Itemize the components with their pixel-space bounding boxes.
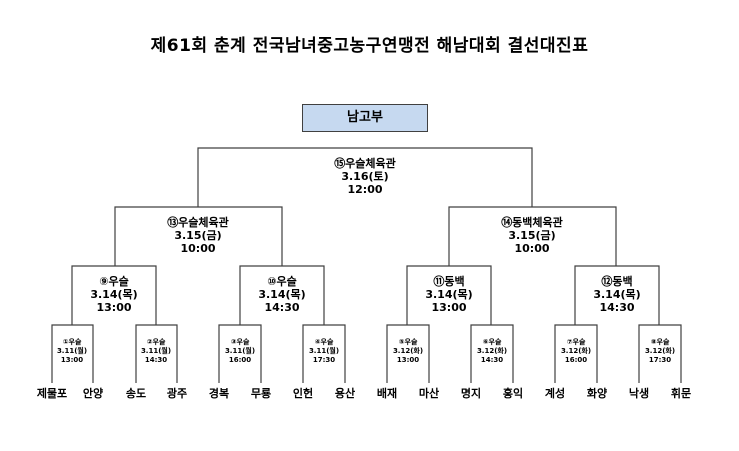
bracket-qf-3 xyxy=(406,265,492,325)
team-name: 낙생 xyxy=(628,387,650,400)
bracket-r1-6 xyxy=(470,324,514,383)
bracket-semi-2 xyxy=(448,206,617,266)
division-label: 남고부 xyxy=(302,104,428,132)
team-name: 화양 xyxy=(586,387,608,400)
match-round1: ⑥우슬 3.12(화) 14:30 xyxy=(467,338,517,365)
match-time: 17:30 xyxy=(648,356,672,365)
match-time: 12:00 xyxy=(347,183,383,197)
match-date: 3.12(화) xyxy=(476,347,508,356)
team-name: 인헌 xyxy=(292,387,314,400)
match-round1: ⑤우슬 3.12(화) 13:00 xyxy=(383,338,433,365)
team-name: 배재 xyxy=(376,387,398,400)
match-final: ⑮우슬체육관 3.16(토) 12:00 xyxy=(285,157,445,197)
match-venue: ②우슬 xyxy=(146,338,166,346)
match-date: 3.12(화) xyxy=(644,347,676,356)
bracket-final xyxy=(197,147,533,207)
match-semi: ⑭동백체육관 3.15(금) 10:00 xyxy=(452,216,612,256)
match-quarterfinal: ⑨우슬 3.14(목) 13:00 xyxy=(64,275,164,315)
match-time: 13:00 xyxy=(60,356,84,365)
match-date: 3.14(목) xyxy=(593,288,641,302)
match-date: 3.14(목) xyxy=(425,288,473,302)
team-name: 광주 xyxy=(166,387,188,400)
bracket-qf-1 xyxy=(71,265,157,325)
match-time: 14:30 xyxy=(264,301,300,315)
match-round1: ⑧우슬 3.12(화) 17:30 xyxy=(635,338,685,365)
match-date: 3.16(토) xyxy=(341,170,389,184)
team-name: 안양 xyxy=(82,387,104,400)
team-name: 명지 xyxy=(460,387,482,400)
match-venue: ⑪동백 xyxy=(433,275,465,288)
match-venue: ⑭동백체육관 xyxy=(501,216,563,229)
match-date: 3.14(목) xyxy=(258,288,306,302)
match-semi: ⑬우슬체육관 3.15(금) 10:00 xyxy=(118,216,278,256)
match-venue: ⑨우슬 xyxy=(99,275,129,288)
match-venue: ⑦우슬 xyxy=(566,338,586,346)
team-name: 경복 xyxy=(208,387,230,400)
match-time: 14:30 xyxy=(480,356,504,365)
match-quarterfinal: ⑩우슬 3.14(목) 14:30 xyxy=(232,275,332,315)
match-date: 3.11(월) xyxy=(308,347,340,356)
team-name: 마산 xyxy=(418,387,440,400)
match-round1: ③우슬 3.11(월) 16:00 xyxy=(215,338,265,365)
match-time: 13:00 xyxy=(431,301,467,315)
match-venue: ⑫동백 xyxy=(601,275,633,288)
team-name: 계성 xyxy=(544,387,566,400)
page-title: 제61회 춘계 전국남녀중고농구연맹전 해남대회 결선대진표 xyxy=(150,36,589,56)
match-venue: ④우슬 xyxy=(314,338,334,346)
match-venue: ①우슬 xyxy=(62,338,82,346)
match-date: 3.12(화) xyxy=(560,347,592,356)
match-quarterfinal: ⑫동백 3.14(목) 14:30 xyxy=(567,275,667,315)
match-round1: ②우슬 3.11(월) 14:30 xyxy=(131,338,181,365)
team-name: 휘문 xyxy=(670,387,692,400)
bracket-r1-3 xyxy=(218,324,262,383)
match-venue: ⑬우슬체육관 xyxy=(167,216,229,229)
bracket-r1-1 xyxy=(51,324,94,383)
match-date: 3.14(목) xyxy=(90,288,138,302)
match-time: 10:00 xyxy=(514,242,550,256)
match-venue: ⑥우슬 xyxy=(482,338,502,346)
team-name: 홍익 xyxy=(502,387,524,400)
match-venue: ⑮우슬체육관 xyxy=(334,157,396,170)
match-time: 13:00 xyxy=(396,356,420,365)
bracket-r1-2 xyxy=(135,324,178,383)
match-venue: ⑧우슬 xyxy=(650,338,670,346)
match-time: 13:00 xyxy=(96,301,132,315)
match-quarterfinal: ⑪동백 3.14(목) 13:00 xyxy=(399,275,499,315)
bracket-r1-5 xyxy=(386,324,430,383)
team-name: 제물포 xyxy=(36,387,68,400)
bracket-r1-4 xyxy=(302,324,346,383)
team-name: 용산 xyxy=(334,387,356,400)
match-venue: ③우슬 xyxy=(230,338,250,346)
bracket-semi-1 xyxy=(114,206,283,266)
match-time: 10:00 xyxy=(180,242,216,256)
match-date: 3.12(화) xyxy=(392,347,424,356)
bracket-qf-4 xyxy=(574,265,660,325)
match-date: 3.11(월) xyxy=(56,347,88,356)
match-round1: ①우슬 3.11(월) 13:00 xyxy=(47,338,97,365)
match-date: 3.11(월) xyxy=(224,347,256,356)
match-time: 16:00 xyxy=(564,356,588,365)
bracket-r1-8 xyxy=(638,324,682,383)
match-time: 17:30 xyxy=(312,356,336,365)
match-round1: ⑦우슬 3.12(화) 16:00 xyxy=(551,338,601,365)
match-time: 14:30 xyxy=(599,301,635,315)
bracket-r1-7 xyxy=(554,324,598,383)
match-date: 3.15(금) xyxy=(174,229,222,243)
match-time: 14:30 xyxy=(144,356,168,365)
match-date: 3.11(월) xyxy=(140,347,172,356)
team-name: 무룡 xyxy=(250,387,272,400)
match-date: 3.15(금) xyxy=(508,229,556,243)
match-venue: ⑩우슬 xyxy=(267,275,297,288)
match-time: 16:00 xyxy=(228,356,252,365)
team-name: 송도 xyxy=(125,387,147,400)
bracket-qf-2 xyxy=(239,265,325,325)
match-round1: ④우슬 3.11(월) 17:30 xyxy=(299,338,349,365)
match-venue: ⑤우슬 xyxy=(398,338,418,346)
